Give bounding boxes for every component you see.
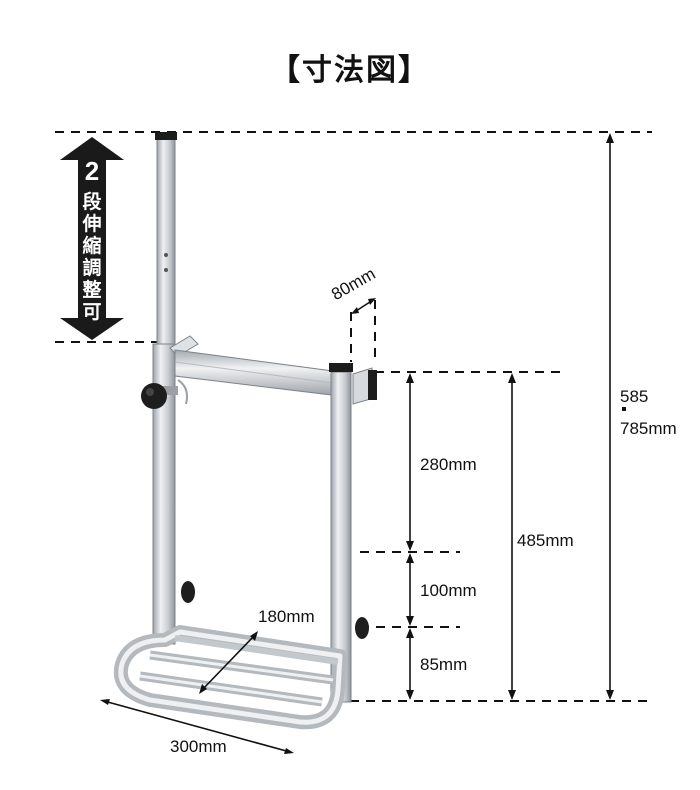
value-separator (622, 407, 626, 411)
adjust-double-arrow-icon (60, 137, 124, 340)
dim-label-80: 80mm (328, 264, 378, 304)
dim-label-100: 100mm (420, 581, 477, 600)
cart-illustration (113, 132, 377, 730)
dim-label-300: 300mm (170, 737, 227, 756)
adjust-char: 伸 (81, 212, 101, 235)
adjust-char: 縮 (82, 234, 101, 257)
dimension-arrows (100, 133, 614, 754)
reference-lines (55, 131, 652, 702)
dim-label-85: 85mm (420, 655, 467, 674)
adjust-char: 可 (82, 301, 101, 323)
dim-label-total-max: 785mm (620, 419, 677, 438)
wheel-icon (181, 581, 195, 603)
wheel-icon (355, 617, 369, 639)
page-title: 【寸法図】 (270, 54, 430, 87)
adjust-char: 整 (82, 278, 101, 301)
adjust-number: 2 (85, 156, 99, 186)
adjust-char: 段 (82, 190, 102, 213)
dim-label-485: 485mm (517, 531, 574, 550)
dim-label-total-min: 585 (620, 387, 648, 406)
dim-label-280: 280mm (420, 455, 477, 474)
dim-label-180: 180mm (258, 607, 315, 626)
locking-knob-icon (141, 379, 188, 409)
adjust-char: 調 (82, 256, 101, 279)
